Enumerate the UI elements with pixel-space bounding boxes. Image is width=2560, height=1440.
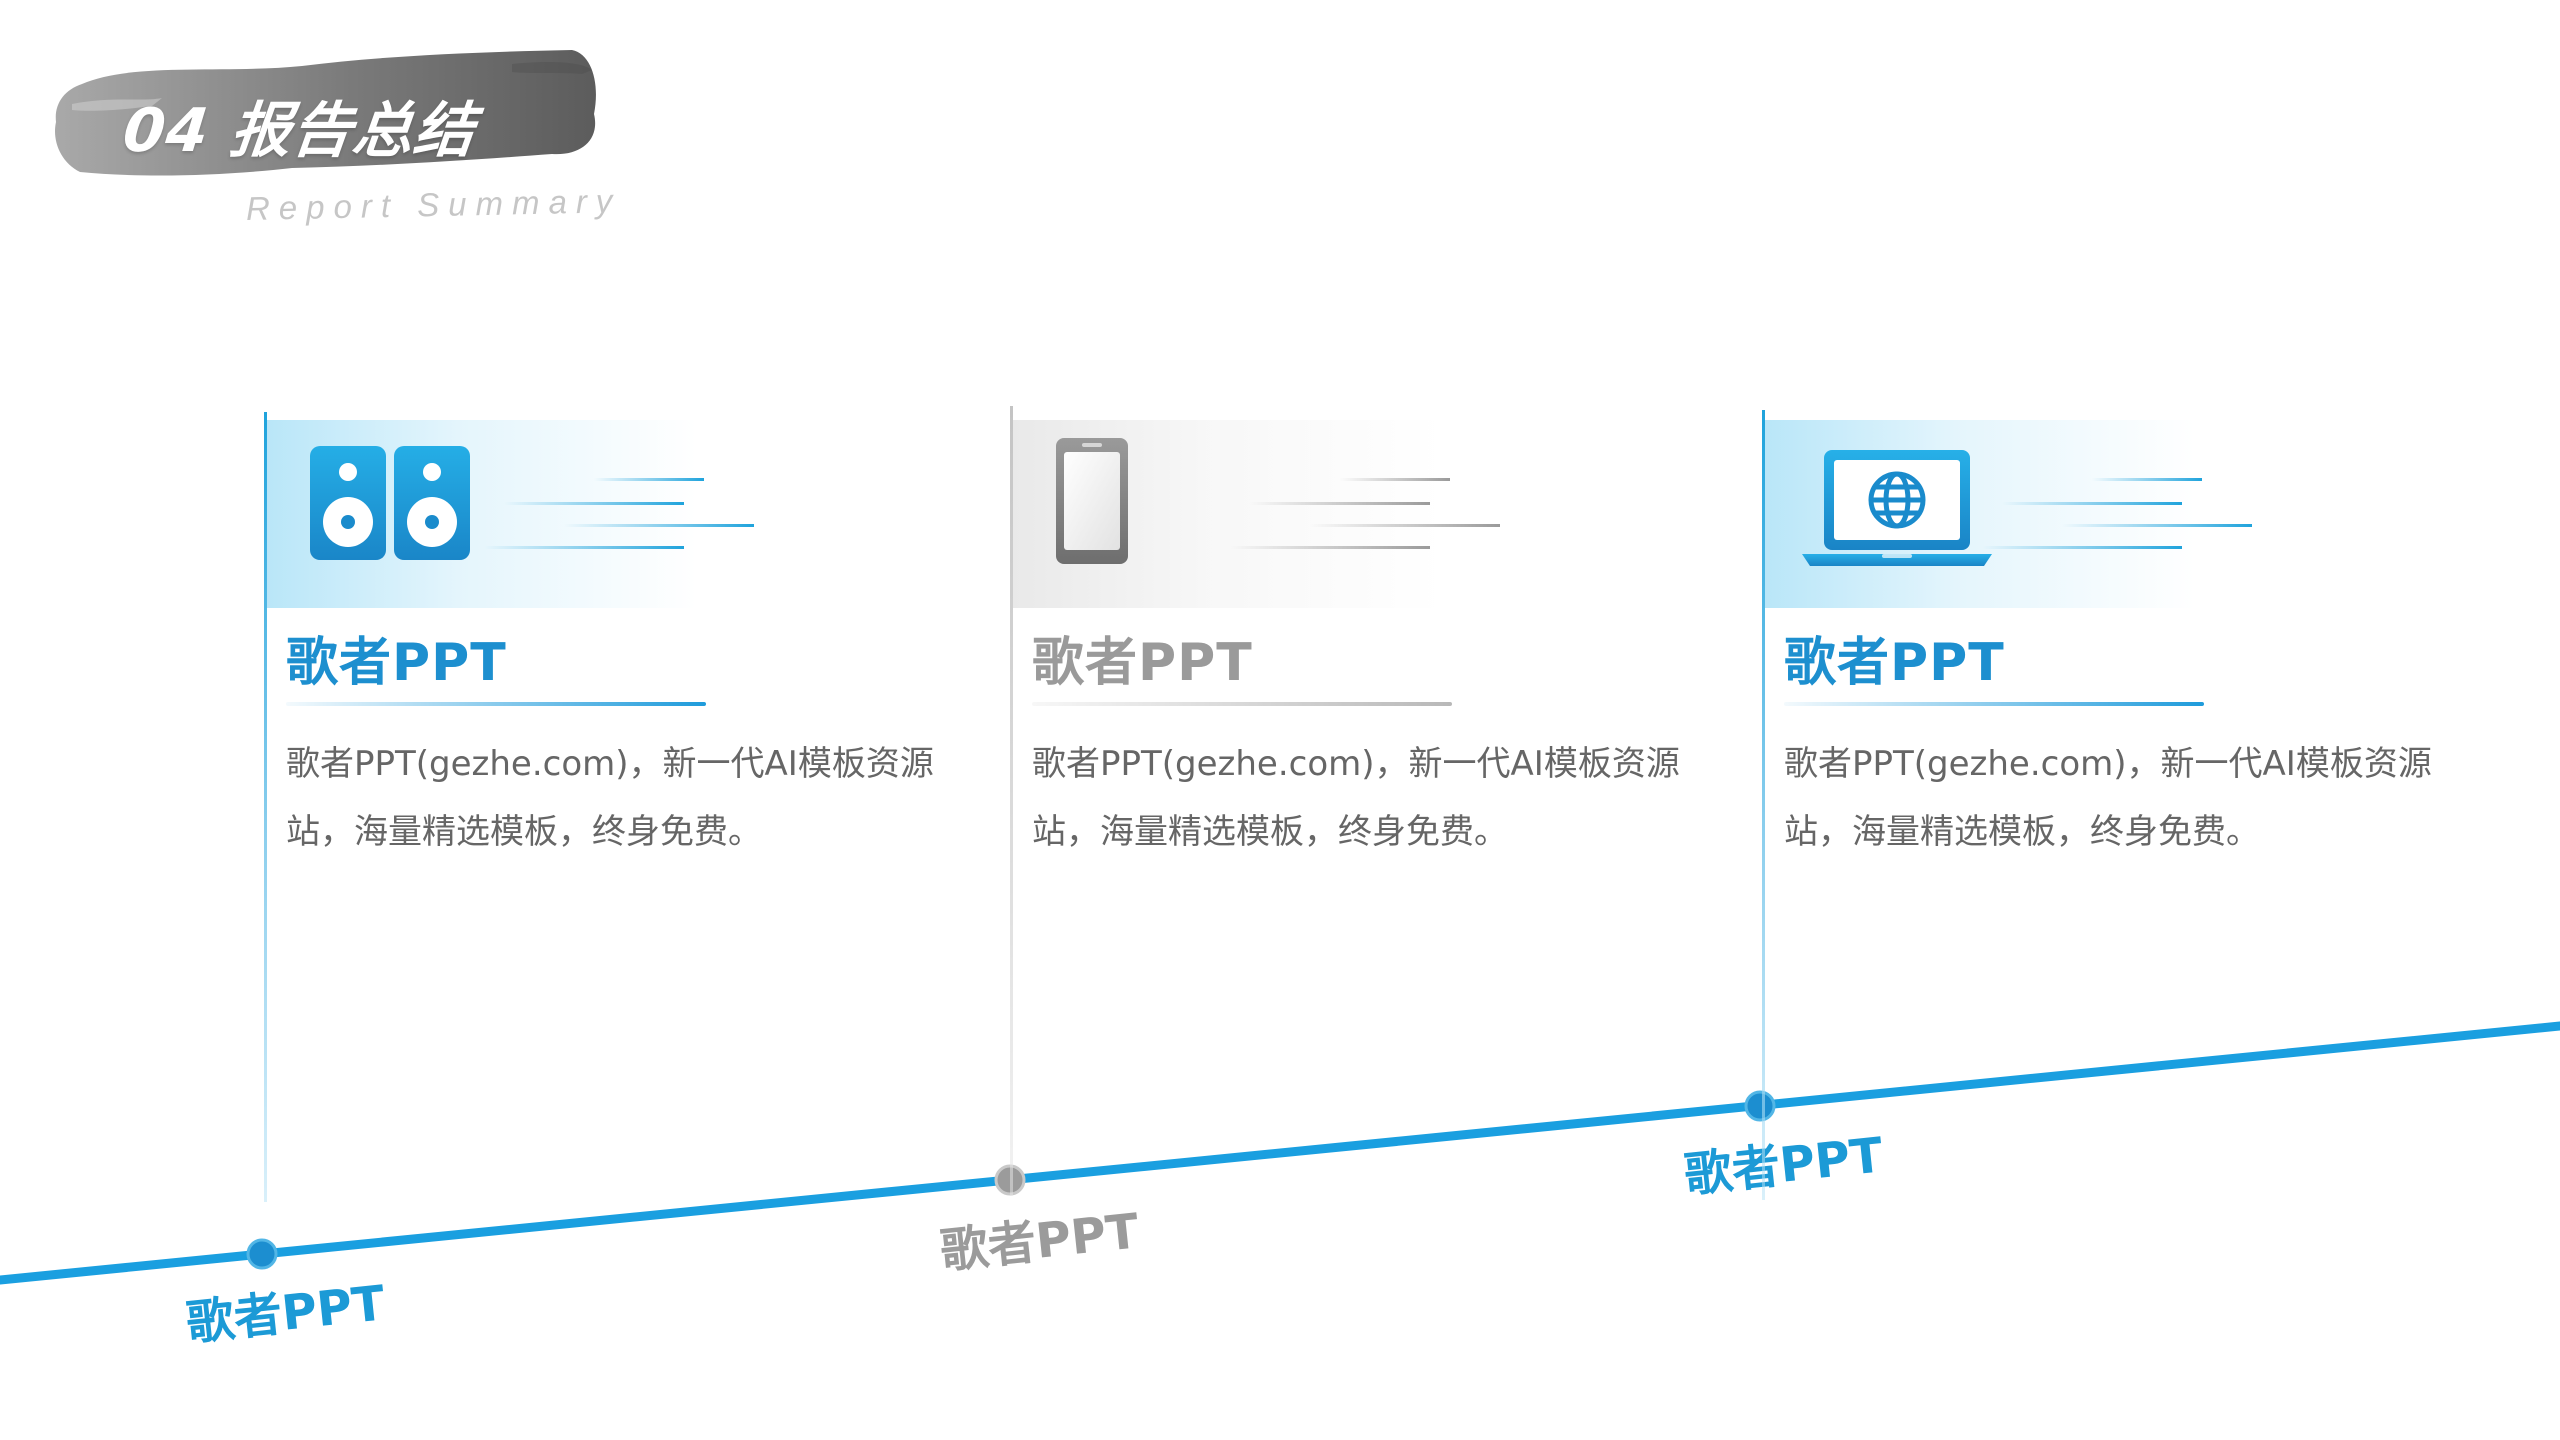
card-body-text: 歌者PPT(gezhe.com)，新一代AI模板资源站，海量精选模板，终身免费。 [1032,744,1680,852]
timeline-dot-3 [1744,1090,1776,1122]
timeline-line [0,1021,2560,1285]
card-vertical-line [1762,410,1765,1200]
speed-lines-decoration [1230,478,1500,549]
card-heading: 歌者PPT [286,633,507,693]
card-vertical-line [1010,406,1013,1196]
card-vertical-line [264,412,267,1202]
card-body-text: 歌者PPT(gezhe.com)，新一代AI模板资源站，海量精选模板，终身免费。 [1784,744,2432,852]
timeline-dot-1 [246,1238,278,1270]
card-heading-underline [286,702,706,706]
card-heading: 歌者PPT [1784,633,2005,693]
speed-lines-decoration [484,478,754,549]
card-2: 歌者PPT 歌者PPT(gezhe.com)，新一代AI模板资源站，海量精选模板… [1010,406,1750,1196]
title-brush-background [55,50,596,176]
card-body-text: 歌者PPT(gezhe.com)，新一代AI模板资源站，海量精选模板，终身免费。 [286,744,934,852]
speaker-icon [310,446,470,560]
card-1: 歌者PPT 歌者PPT(gezhe.com)，新一代AI模板资源站，海量精选模板… [264,412,1004,1202]
laptop-globe-icon [1802,450,1992,566]
card-heading: 歌者PPT [1032,633,1253,693]
card-3: 歌者PPT 歌者PPT(gezhe.com)，新一代AI模板资源站，海量精选模板… [1762,410,2502,1200]
speed-lines-decoration [1982,478,2252,549]
card-heading-underline [1784,702,2204,706]
card-heading-underline [1032,702,1452,706]
phone-icon [1056,438,1128,564]
